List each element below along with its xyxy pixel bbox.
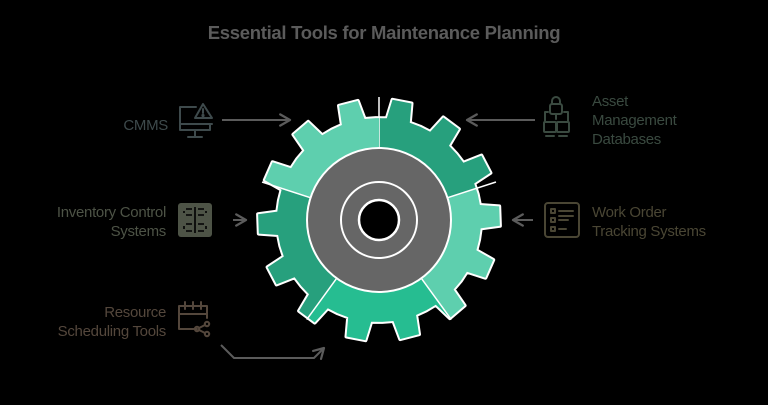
arrow-scheduling	[220, 344, 326, 361]
database-network-icon	[543, 96, 570, 137]
gear-segment-top-left	[379, 99, 500, 220]
tool-label-scheduling: Resource Scheduling Tools	[57, 304, 167, 340]
diagram-title: Essential Tools for Maintenance Planning	[207, 22, 561, 43]
gear-inner-ring	[340, 181, 418, 259]
calendar-share-icon	[178, 301, 211, 338]
checklist-icon	[544, 202, 580, 238]
tool-label-inventory: Inventory Control Systems	[56, 204, 166, 240]
gear-center-hole	[357, 198, 401, 242]
computer-alert-icon	[179, 103, 213, 138]
tool-label-asset: Asset Management Databases	[592, 93, 677, 148]
tool-label-cmms: CMMS	[123, 117, 168, 134]
gear-icon	[256, 97, 502, 343]
gear-segment-left	[258, 99, 379, 220]
cabinet-icon	[178, 203, 212, 237]
tool-label-work-order: Work Order Tracking Systems	[592, 204, 706, 240]
